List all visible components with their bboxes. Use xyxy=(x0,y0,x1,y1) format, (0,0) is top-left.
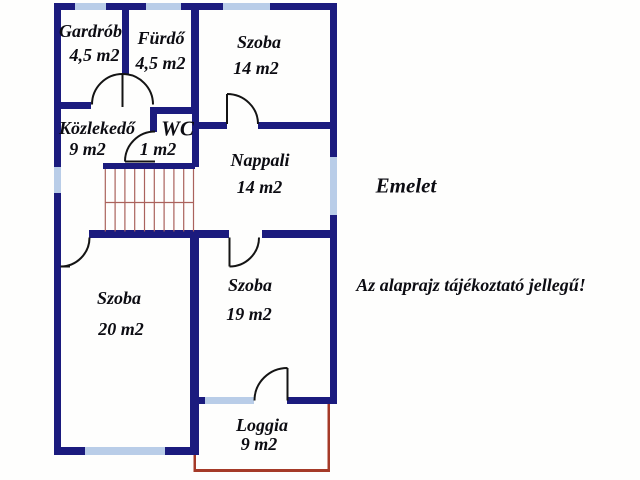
wall-szoba19-loggia-right xyxy=(287,397,337,404)
room-area-szoba14: 14 m2 xyxy=(233,58,279,78)
room-label-gardrob: Gardrób xyxy=(58,21,123,41)
window-gardrob xyxy=(75,3,106,10)
disclaimer-note: Az alaprajz tájékoztató jellegű! xyxy=(356,274,586,295)
room-area-nappali: 14 m2 xyxy=(236,177,283,197)
room-area-furdo: 4,5 m2 xyxy=(135,53,186,73)
window-szoba14 xyxy=(223,3,270,10)
room-area-szoba20: 20 m2 xyxy=(98,318,144,339)
wall-left xyxy=(54,3,61,455)
floor-title: Emelet xyxy=(375,173,437,198)
window-nappali xyxy=(330,157,337,215)
stairs xyxy=(104,169,195,232)
window-szoba19-loggia xyxy=(205,397,254,404)
wall-furdo-szoba14 xyxy=(191,10,199,114)
room-area-wc: 1 m2 xyxy=(139,139,177,159)
window-furdo xyxy=(146,3,181,10)
door-loggia-arc xyxy=(253,367,288,401)
loggia-outline xyxy=(193,404,330,472)
wall-wc-left xyxy=(150,107,157,132)
wall-wc-right xyxy=(192,107,199,167)
door-szoba19-arc xyxy=(229,237,260,268)
room-label-szoba14: Szoba xyxy=(236,32,282,52)
room-area-gardrob: 4,5 m2 xyxy=(69,45,120,65)
wall-gardrob-furdo xyxy=(122,10,129,74)
wall-mid-stub xyxy=(54,230,61,238)
wall-mid-left xyxy=(89,230,229,238)
wall-szoba14-nappali-left xyxy=(199,122,227,129)
room-label-wc: WC xyxy=(161,116,194,141)
wall-szoba20-szoba19 xyxy=(190,230,199,455)
wall-wc-top xyxy=(151,107,199,114)
window-kozlekedo xyxy=(54,167,61,193)
door-szoba14-arc xyxy=(226,93,259,125)
wall-stairs-top xyxy=(103,163,195,169)
room-label-szoba19: Szoba xyxy=(227,275,273,295)
wall-szoba14-nappali-right xyxy=(258,122,337,129)
wall-szoba19-loggia-left xyxy=(193,397,205,404)
walls xyxy=(54,3,337,455)
wall-gardrob-bottom xyxy=(61,102,91,109)
loggia-edge-right xyxy=(327,404,330,472)
doors xyxy=(60,73,289,401)
room-area-kozlekedo: 9 m2 xyxy=(69,139,106,159)
room-label-nappali: Nappali xyxy=(230,150,290,170)
room-label-furdo: Fürdő xyxy=(137,28,185,48)
door-szoba20-arc xyxy=(60,237,91,268)
room-label-szoba20: Szoba xyxy=(96,288,142,308)
loggia-edge-bottom xyxy=(193,469,330,472)
wall-top xyxy=(54,3,337,10)
loggia-edge-left xyxy=(193,455,196,472)
room-label-kozlekedo: Közlekedő xyxy=(59,118,135,138)
window-szoba20 xyxy=(85,447,165,455)
windows xyxy=(54,3,337,455)
door-wc-arc xyxy=(124,130,156,162)
wall-mid-right xyxy=(262,230,337,238)
room-area-szoba19: 19 m2 xyxy=(226,303,272,324)
room-label-loggia: Loggia xyxy=(236,415,288,435)
room-area-loggia: 9 m2 xyxy=(240,434,278,454)
